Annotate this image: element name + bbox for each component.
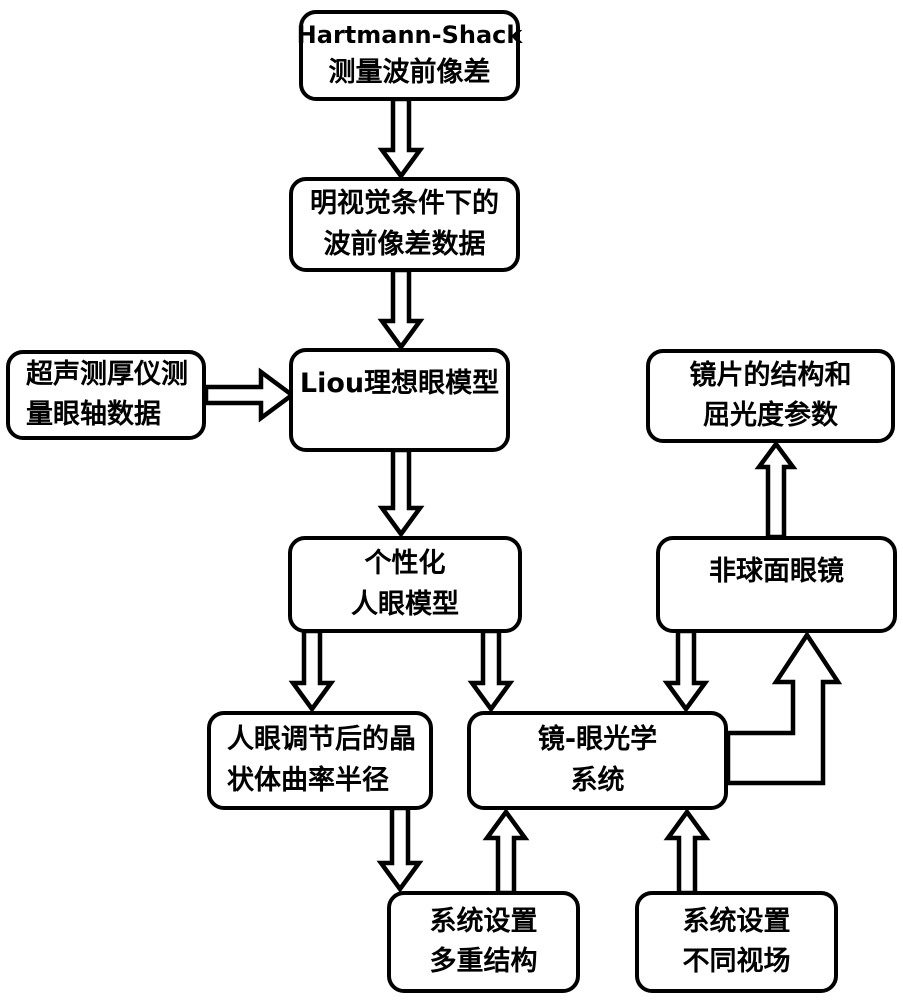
arrow-photopic-to-liou bbox=[382, 270, 420, 347]
node-label-line: 系统设置 bbox=[430, 902, 538, 943]
node-aspheric-spectacles: 非球面眼镜 bbox=[656, 536, 897, 633]
node-label-line: 屈光度参数 bbox=[703, 396, 838, 437]
arrow-ultrasound-to-liou bbox=[206, 372, 292, 418]
node-label-line: 测量波前像差 bbox=[329, 53, 491, 94]
node-ultrasound-axial-data: 超声测厚仪测 量眼轴数据 bbox=[6, 350, 206, 440]
node-label-line: 超声测厚仪测 bbox=[26, 355, 188, 396]
arrow-personalized-to-lens-eye bbox=[472, 631, 510, 709]
arrow-fields-to-lens-eye bbox=[668, 812, 706, 893]
node-label-line: 不同视场 bbox=[683, 942, 791, 983]
arrow-liou-to-personalized bbox=[382, 450, 420, 534]
node-label-line: 系统设置 bbox=[683, 902, 791, 943]
arrow-hartmann-to-photopic bbox=[382, 99, 420, 176]
arrow-lens-eye-to-aspheric-bent bbox=[728, 635, 838, 783]
arrow-aspheric-to-lens-eye bbox=[667, 631, 705, 709]
node-accommodated-lens-radius: 人眼调节后的晶 状体曲率半径 bbox=[207, 711, 433, 810]
node-label-line: 量眼轴数据 bbox=[26, 395, 161, 436]
node-system-multi-configuration: 系统设置 多重结构 bbox=[387, 891, 580, 993]
node-photopic-wavefront-data: 明视觉条件下的 波前像差数据 bbox=[289, 177, 520, 272]
node-label-line: 人眼模型 bbox=[351, 585, 459, 626]
node-liou-ideal-eye-model: Liou理想眼模型 bbox=[289, 348, 510, 452]
arrow-aspheric-to-lens-params bbox=[759, 444, 793, 537]
node-label-line: 波前像差数据 bbox=[324, 225, 486, 266]
node-lens-eye-optical-system: 镜-眼光学 系统 bbox=[467, 711, 728, 810]
node-label-line: Hartmann-Shack bbox=[297, 17, 523, 53]
node-label-line: 多重结构 bbox=[430, 942, 538, 983]
arrow-personalized-to-lens-radius bbox=[293, 631, 331, 709]
node-label-line: 系统 bbox=[571, 761, 625, 802]
node-personalized-eye-model: 个性化 人眼模型 bbox=[288, 536, 522, 633]
node-system-different-fields: 系统设置 不同视场 bbox=[635, 891, 838, 993]
node-label-line: 状体曲率半径 bbox=[227, 761, 389, 802]
node-label-line: 镜片的结构和 bbox=[690, 356, 852, 397]
node-label-line: 人眼调节后的晶 bbox=[227, 720, 416, 761]
node-hartmann-shack-measurement: Hartmann-Shack 测量波前像差 bbox=[299, 10, 520, 101]
node-lens-structure-diopter-params: 镜片的结构和 屈光度参数 bbox=[646, 349, 895, 443]
node-label-line: Liou理想眼模型 bbox=[300, 364, 499, 405]
arrow-lens-radius-to-multi-config bbox=[381, 808, 419, 889]
arrow-multi-config-to-lens-eye bbox=[487, 812, 525, 893]
node-label-line: 明视觉条件下的 bbox=[310, 184, 499, 225]
node-label-line: 个性化 bbox=[365, 544, 446, 585]
node-label-line: 非球面眼镜 bbox=[709, 552, 844, 593]
node-label-line: 镜-眼光学 bbox=[538, 720, 657, 761]
